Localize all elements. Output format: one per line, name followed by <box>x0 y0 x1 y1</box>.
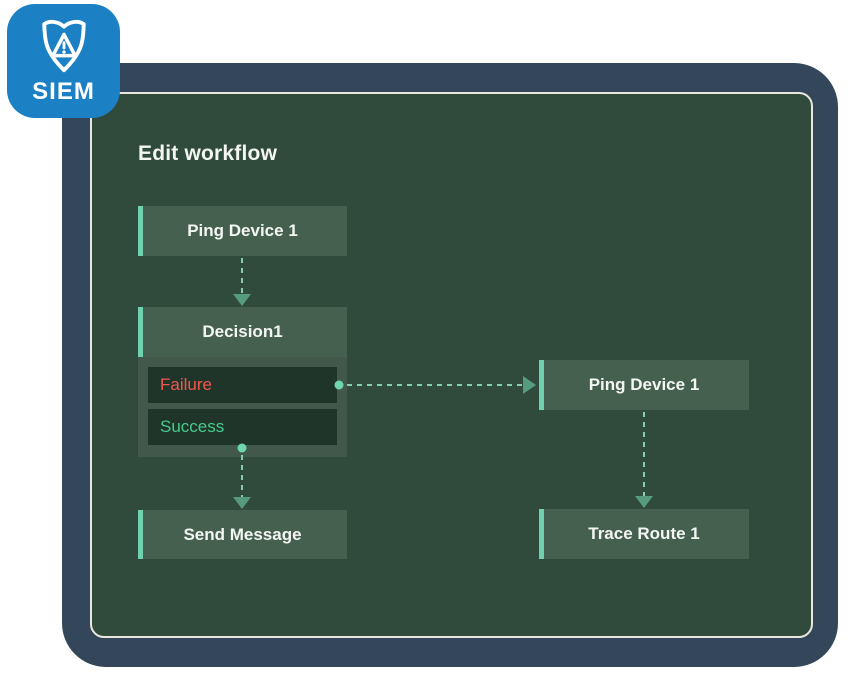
node-label: Decision1 <box>202 322 283 341</box>
shield-warning-icon <box>41 19 86 73</box>
panel-title: Edit workflow <box>138 142 278 165</box>
node-accent-bar <box>539 509 544 559</box>
node-label: Trace Route 1 <box>588 524 700 543</box>
branch-success[interactable]: Success <box>148 409 337 445</box>
node-label: Ping Device 1 <box>187 221 298 240</box>
node-label: Send Message <box>183 524 302 544</box>
node-accent-bar <box>539 360 544 410</box>
siem-badge: SIEM <box>7 4 120 118</box>
branch-failure[interactable]: Failure <box>148 367 337 403</box>
branch-label: Failure <box>160 375 212 394</box>
decision-branches-container: Failure Success <box>138 357 347 457</box>
branch-label: Success <box>160 417 225 436</box>
node-accent-bar <box>138 510 143 559</box>
node-ping-device-1-b[interactable]: Ping Device 1 <box>539 360 749 410</box>
node-accent-bar <box>138 206 143 256</box>
node-decision-1[interactable]: Decision1 <box>138 307 347 357</box>
node-accent-bar <box>138 307 143 357</box>
node-ping-device-1[interactable]: Ping Device 1 <box>138 206 347 256</box>
badge-label: SIEM <box>32 78 95 105</box>
node-label: Ping Device 1 <box>588 375 700 394</box>
node-trace-route-1[interactable]: Trace Route 1 <box>539 509 749 559</box>
node-send-message[interactable]: Send Message <box>138 510 347 559</box>
